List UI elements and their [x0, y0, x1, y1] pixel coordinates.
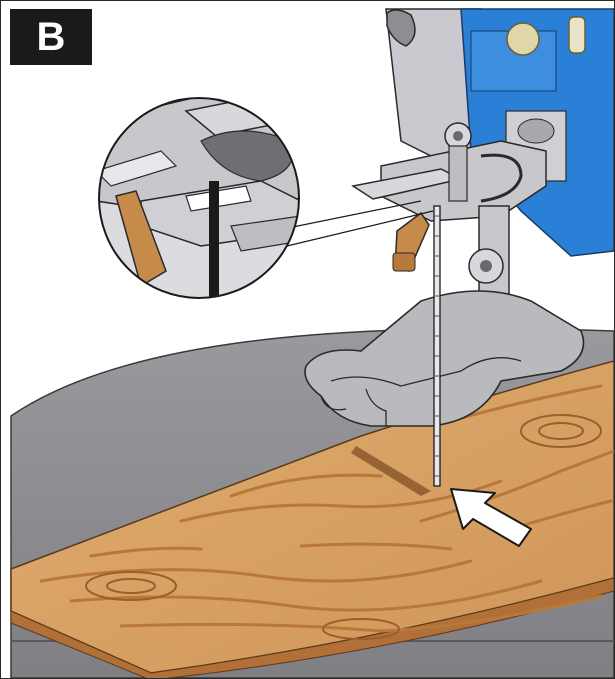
- panel-label-box: B: [10, 9, 92, 65]
- hold-down-foot: [304, 290, 585, 427]
- blade-clamp: [351, 122, 547, 302]
- wood-knots: [85, 414, 602, 640]
- white-arrow-icon: [450, 488, 532, 547]
- callout-line: [272, 200, 434, 247]
- panel-label: B: [36, 15, 66, 59]
- tension-knob: [386, 9, 416, 47]
- zoom-callout: [98, 97, 300, 299]
- saw-upper-arm: [385, 8, 614, 257]
- gear-icon: [506, 22, 540, 56]
- saw-blade: [433, 205, 441, 487]
- wood-grain: [39, 384, 614, 633]
